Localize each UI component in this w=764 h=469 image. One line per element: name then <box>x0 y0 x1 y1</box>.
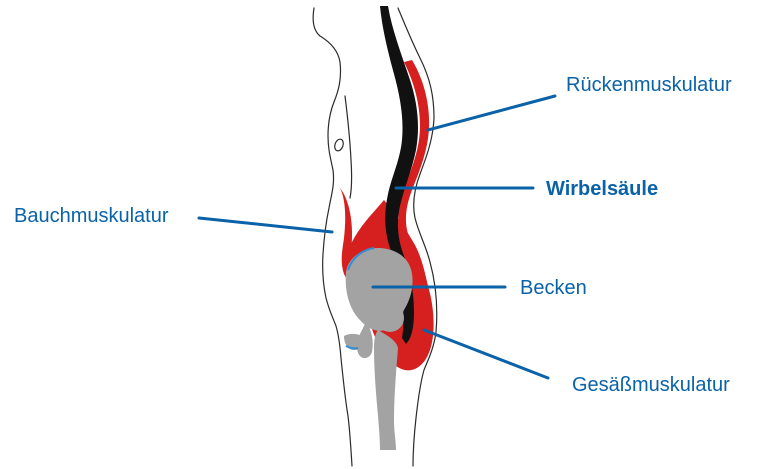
label-gluteal-muscles: Gesäßmuskulatur <box>572 374 730 396</box>
leader-line-back-muscles <box>428 96 555 130</box>
label-abdominal-muscles: Bauchmuskulatur <box>14 205 169 227</box>
femoral-head <box>376 304 404 332</box>
elbow-hint <box>333 138 345 152</box>
leader-line-gluteal <box>424 330 548 378</box>
label-spine: Wirbelsäule <box>546 178 658 200</box>
arm-contour <box>345 96 352 198</box>
label-back-muscles: Rückenmuskulatur <box>566 74 732 96</box>
leader-line-abdominal <box>199 218 332 232</box>
femur-shape <box>374 330 398 450</box>
label-pelvis: Becken <box>520 277 587 299</box>
